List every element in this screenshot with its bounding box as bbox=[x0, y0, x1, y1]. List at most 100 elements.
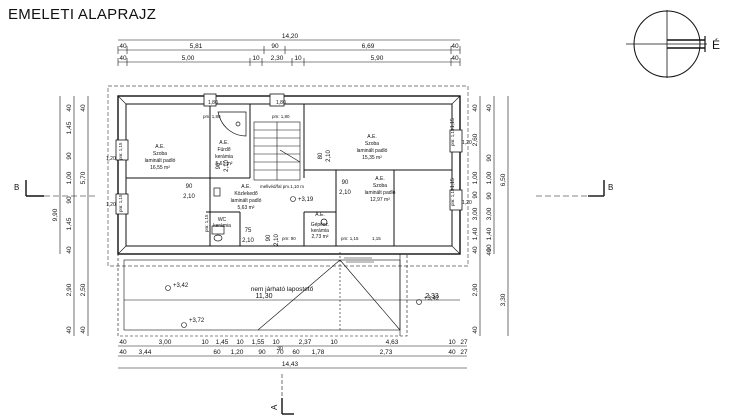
svg-text:1,40: 1,40 bbox=[486, 227, 493, 240]
room-kozlekedo-l4: 5,63 m² bbox=[238, 205, 255, 211]
svg-text:pm: 1,80: pm: 1,80 bbox=[203, 114, 221, 119]
svg-text:2,60: 2,60 bbox=[472, 133, 479, 146]
section-marker-b-left: B bbox=[14, 180, 96, 197]
room-gepesz-l4: 2,73 m² bbox=[312, 234, 329, 240]
dim-top2-a: 40 bbox=[119, 55, 127, 62]
svg-text:1,00: 1,00 bbox=[486, 171, 493, 184]
svg-text:2,90: 2,90 bbox=[66, 283, 73, 296]
dim-top2-b: 5,00 bbox=[182, 55, 195, 62]
svg-text:1,20: 1,20 bbox=[106, 156, 116, 162]
svg-text:1,45: 1,45 bbox=[66, 121, 73, 134]
parapet-notes: pm: 1,80 pm: 1,80 pm: 1,15 pm: 1,15 pm: … bbox=[118, 114, 455, 241]
svg-text:40: 40 bbox=[472, 326, 479, 334]
boiler-icon bbox=[320, 218, 328, 226]
room-labels: A.E. Szoba laminált padló 16,55 m² A.E. … bbox=[145, 134, 396, 240]
svg-text:90: 90 bbox=[66, 152, 73, 160]
svg-text:3,00: 3,00 bbox=[486, 207, 493, 220]
svg-text:1,45: 1,45 bbox=[66, 217, 73, 230]
left-dimensions: 40 1,45 90 1,00 90 1,45 40 2,90 40 40 5,… bbox=[52, 96, 89, 336]
svg-text:14,43: 14,43 bbox=[282, 361, 299, 368]
svg-text:90: 90 bbox=[266, 234, 272, 241]
svg-text:90: 90 bbox=[66, 196, 73, 204]
svg-text:4,63: 4,63 bbox=[386, 339, 399, 346]
svg-text:40: 40 bbox=[66, 326, 73, 334]
room-szoba1-l4: 16,55 m² bbox=[150, 165, 170, 171]
svg-text:2,10: 2,10 bbox=[183, 194, 195, 200]
svg-text:1,15: 1,15 bbox=[450, 178, 456, 188]
svg-text:3,44: 3,44 bbox=[139, 349, 152, 356]
svg-text:pm: 1,15: pm: 1,15 bbox=[450, 128, 455, 146]
svg-text:90: 90 bbox=[342, 180, 349, 186]
room-furdo-l1: A.E. bbox=[219, 140, 228, 146]
svg-text:pm: 1,15: pm: 1,15 bbox=[341, 236, 359, 241]
dim-top2-e: 10 bbox=[294, 55, 302, 62]
svg-text:90: 90 bbox=[472, 191, 479, 199]
svg-text:10: 10 bbox=[201, 339, 209, 346]
svg-text:2,10: 2,10 bbox=[339, 190, 351, 196]
dim-overall-top: 14,20 bbox=[282, 33, 299, 40]
room-szoba1-l2: Szoba bbox=[153, 151, 167, 157]
svg-text:6,50: 6,50 bbox=[500, 173, 507, 186]
svg-text:1,20: 1,20 bbox=[231, 349, 244, 356]
door-openings: 90 2,10 90 2,10 75 2,10 90 2,10 90 2,10 … bbox=[183, 150, 351, 246]
svg-text:+3,42: +3,42 bbox=[173, 283, 189, 289]
dim-top1-e: 40 bbox=[451, 43, 459, 50]
svg-text:10: 10 bbox=[330, 339, 338, 346]
svg-text:90: 90 bbox=[216, 162, 222, 169]
svg-text:90: 90 bbox=[486, 154, 493, 162]
svg-text:+3,72: +3,72 bbox=[189, 318, 205, 324]
room-szoba3-l3: laminált padló bbox=[365, 190, 396, 196]
svg-text:2,10: 2,10 bbox=[224, 160, 230, 172]
room-furdo-l4: 5,61 m² bbox=[216, 161, 233, 167]
room-kozlekedo-l3: laminált padló bbox=[231, 198, 262, 204]
svg-text:1,15: 1,15 bbox=[450, 118, 456, 128]
svg-text:9,90: 9,90 bbox=[52, 208, 59, 221]
room-szoba2-l4: 15,35 m² bbox=[362, 155, 382, 161]
svg-text:pm: 1,15: pm: 1,15 bbox=[450, 188, 455, 206]
svg-text:75: 75 bbox=[245, 228, 252, 234]
room-kozlekedo-l1: A.E. bbox=[241, 184, 250, 190]
svg-text:40: 40 bbox=[80, 326, 87, 334]
svg-text:90: 90 bbox=[186, 184, 193, 190]
svg-text:2,37: 2,37 bbox=[299, 339, 312, 346]
room-furdo-l2: Fürdő bbox=[217, 147, 230, 153]
svg-text:2,10: 2,10 bbox=[326, 150, 332, 162]
svg-text:3,00: 3,00 bbox=[472, 207, 479, 220]
svg-text:70: 70 bbox=[276, 349, 284, 356]
outer-walls bbox=[117, 95, 461, 255]
svg-text:3,00: 3,00 bbox=[159, 339, 172, 346]
svg-text:B: B bbox=[14, 183, 19, 192]
svg-text:90: 90 bbox=[258, 349, 266, 356]
washbasin-icon bbox=[213, 187, 221, 197]
svg-text:40: 40 bbox=[66, 246, 73, 254]
section-marker-a: A bbox=[270, 374, 294, 415]
svg-text:40: 40 bbox=[66, 104, 73, 112]
dim-top2-d: 2,30 bbox=[271, 55, 284, 62]
room-wc-l1: WC bbox=[218, 217, 227, 223]
room-szoba2-l1: A.E. bbox=[367, 134, 376, 140]
bottom-dimensions: 40 3,00 10 1,45 10 1,55 10 2,37 10 4,63 … bbox=[118, 339, 468, 369]
room-szoba3-l1: A.E. bbox=[375, 176, 384, 182]
drawing-title: EMELETI ALAPRAJZ bbox=[8, 6, 157, 23]
svg-text:pm: 1,15: pm: 1,15 bbox=[118, 194, 123, 212]
stair bbox=[253, 121, 301, 181]
svg-text:pm: 90: pm: 90 bbox=[282, 236, 296, 241]
dim-top1-a: 40 bbox=[119, 43, 127, 50]
svg-text:1,20: 1,20 bbox=[106, 202, 116, 208]
interior-walls bbox=[126, 104, 452, 246]
dim-top2-c: 10 bbox=[252, 55, 260, 62]
svg-text:10: 10 bbox=[236, 339, 244, 346]
room-szoba3-l4: 12,97 m² bbox=[370, 197, 390, 203]
svg-text:pm: 1,15: pm: 1,15 bbox=[204, 214, 209, 232]
svg-text:40: 40 bbox=[486, 104, 493, 112]
svg-text:40: 40 bbox=[472, 104, 479, 112]
svg-text:2,33: 2,33 bbox=[425, 293, 439, 300]
svg-text:pm: 1,80: pm: 1,80 bbox=[272, 114, 290, 119]
right-dimensions: 40 2,60 1,00 90 3,00 1,40 40 2,90 40 40 … bbox=[472, 96, 509, 336]
room-szoba3-l2: Szoba bbox=[373, 183, 387, 189]
top-dim-row2-ticks bbox=[117, 58, 461, 66]
svg-text:40: 40 bbox=[486, 248, 493, 256]
svg-text:10: 10 bbox=[448, 339, 456, 346]
svg-text:40: 40 bbox=[472, 246, 479, 254]
